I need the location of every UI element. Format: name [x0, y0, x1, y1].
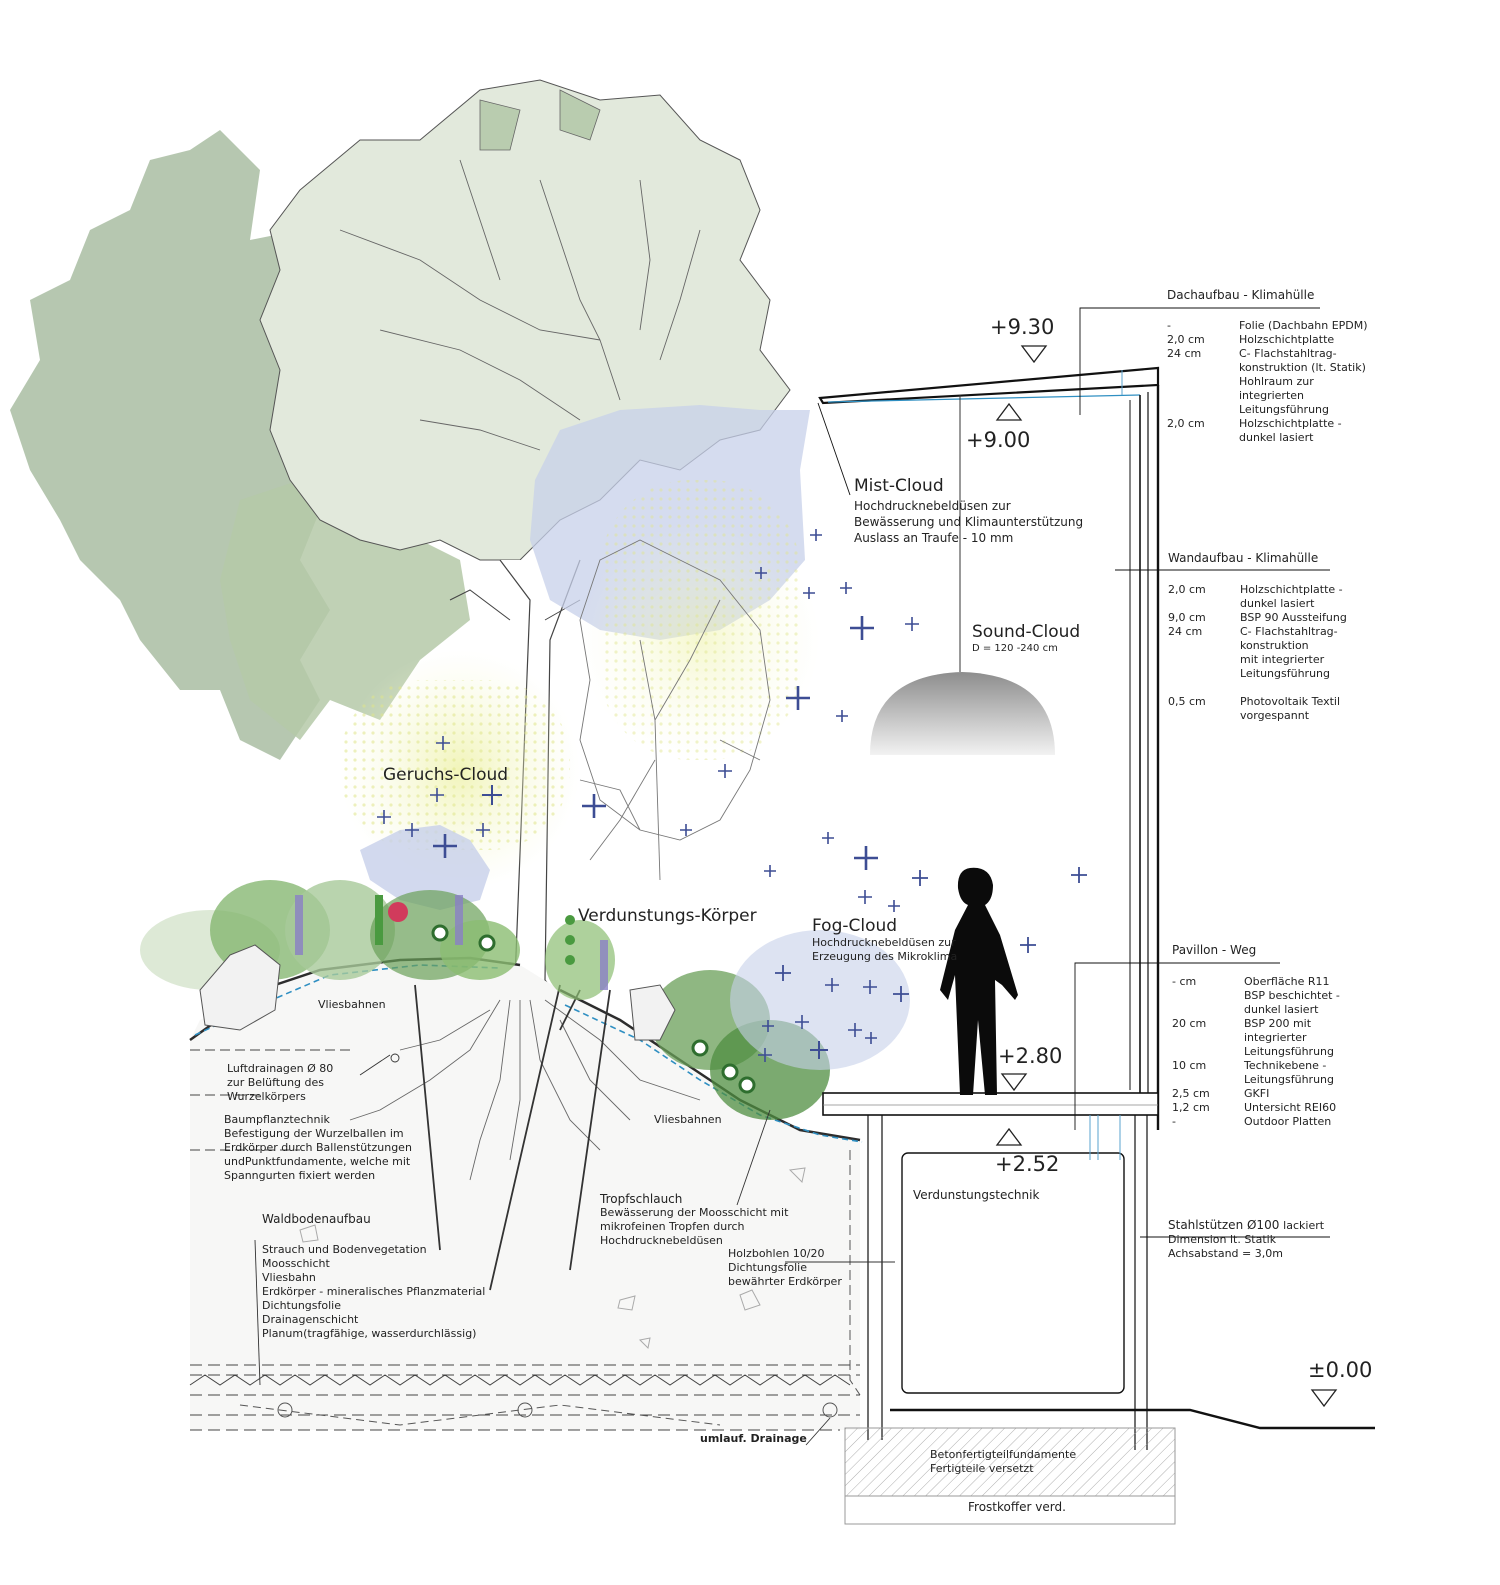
mist-plus-icon [377, 529, 1087, 1062]
roof-spec-title: Dachaufbau - Klimahülle [1167, 288, 1315, 302]
drainage-layer [189, 1364, 860, 1431]
level-roof-eave: +9.00 [966, 428, 1031, 452]
level-triangle-icon [995, 345, 1338, 1408]
fleece-label-left: Vliesbahnen [318, 998, 386, 1011]
ring-drainage-label: umlauf. Drainage [700, 1432, 807, 1445]
wall-spec-title: Wandaufbau - Klimahülle [1168, 551, 1319, 565]
drip-hose-note: Tropfschlauch Bewässerung der Moosschich… [600, 1192, 789, 1247]
steel-column-title: Stahlstützen Ø100 lackiert [1168, 1218, 1325, 1232]
vegetation-left [140, 880, 520, 1031]
mist-cloud-title: Mist-Cloud [854, 476, 944, 496]
level-roof-top: +9.30 [990, 315, 1055, 339]
fleece-label-right: Vliesbahnen [654, 1113, 722, 1126]
level-floor-bottom: +2.52 [995, 1152, 1060, 1176]
frost-label: Frostkoffer verd. [968, 1500, 1066, 1514]
evap-tech-label: Verdunstungstechnik [913, 1188, 1040, 1202]
forest-floor-title: Waldbodenaufbau [262, 1212, 371, 1226]
smell-cloud-title: Geruchs-Cloud [383, 765, 509, 785]
vegetation-right [545, 915, 910, 1120]
sound-dome-icon [870, 672, 1055, 755]
mist-cloud-desc: Hochdrucknebeldüsen zur Bewässerung und … [854, 499, 1084, 545]
evap-body-title: Verdunstungs-Körper [578, 906, 757, 926]
steel-column-desc: Dimension lt. Statik Achsabstand = 3,0m [1168, 1233, 1283, 1260]
fog-cloud-desc: Hochdrucknebeldüsen zur Erzeugung des Mi… [812, 936, 958, 963]
small-tree [579, 539, 771, 881]
level-floor-top: +2.80 [998, 1044, 1063, 1068]
soil-body [190, 958, 860, 1430]
timber-note: Holzbohlen 10/20 Dichtungsfolie bewährte… [728, 1247, 842, 1288]
level-ground: ±0.00 [1308, 1358, 1373, 1382]
sound-cloud-sub: D = 120 -240 cm [972, 643, 1058, 654]
tree-roots [349, 999, 701, 1181]
tree-planting-note: Baumpflanztechnik Befestigung der Wurzel… [224, 1113, 412, 1182]
air-drain-note: Luftdrainagen Ø 80 zur Belüftung des Wur… [227, 1062, 334, 1103]
fog-cloud-title: Fog-Cloud [812, 916, 898, 936]
floor-spec-title: Pavillon - Weg [1172, 943, 1257, 957]
pavilion-structure [817, 307, 1375, 1525]
foundation-note: Betonfertigteilfundamente Fertigteile ve… [930, 1448, 1077, 1475]
forest-floor-layers: Strauch und Bodenvegetation Moosschicht … [262, 1243, 486, 1340]
sound-cloud-title: Sound-Cloud [972, 622, 1081, 642]
person-silhouette-icon [940, 867, 1018, 1095]
